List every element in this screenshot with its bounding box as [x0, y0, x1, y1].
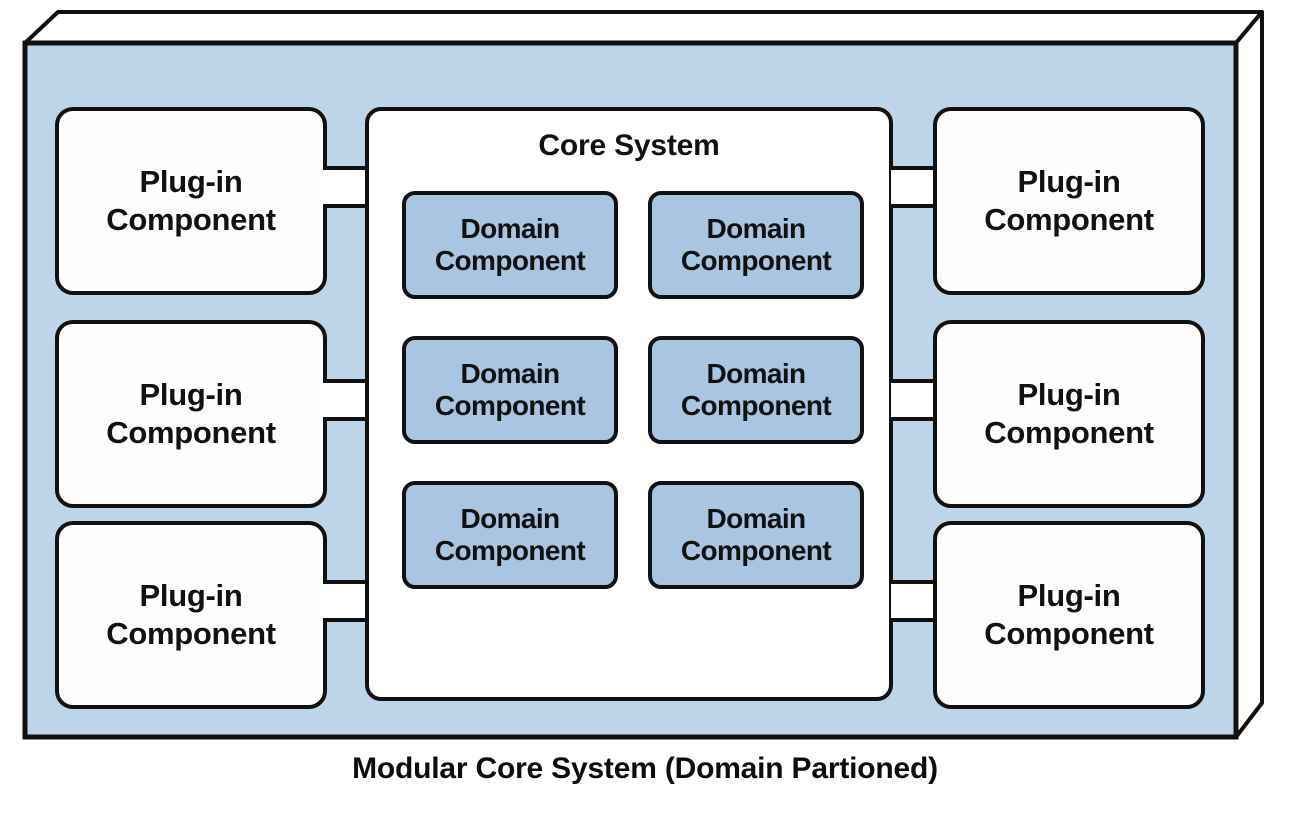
plugin-component-left-1[interactable]: Plug-in Component: [55, 107, 327, 295]
domain-label-line2: Component: [680, 245, 832, 276]
plugin-label-line1: Plug-in: [139, 164, 243, 200]
container-front-content: Plug-in Component Plug-in Component Plug…: [25, 43, 1236, 737]
plugin-label-line1: Plug-in: [139, 377, 243, 413]
plugin-component-left-2[interactable]: Plug-in Component: [55, 320, 327, 508]
domain-label-line2: Component: [434, 535, 586, 566]
plugin-label-line2: Component: [984, 616, 1154, 651]
domain-component-2[interactable]: Domain Component: [648, 191, 864, 299]
plugin-label-line2: Component: [106, 616, 276, 651]
domain-label-line1: Domain: [460, 212, 560, 244]
domain-component-4[interactable]: Domain Component: [648, 336, 864, 444]
domain-label-line2: Component: [434, 390, 586, 421]
plugin-label-line1: Plug-in: [139, 578, 243, 614]
plugin-component-right-2[interactable]: Plug-in Component: [933, 320, 1205, 508]
container-right-face: [1234, 10, 1264, 739]
core-system-box[interactable]: Core System Domain Component Domain Comp…: [365, 107, 893, 701]
domain-component-3[interactable]: Domain Component: [402, 336, 618, 444]
plugin-component-left-3[interactable]: Plug-in Component: [55, 521, 327, 709]
core-system-title: Core System: [538, 129, 720, 162]
diagram-caption: Modular Core System (Domain Partioned): [352, 752, 938, 785]
plugin-label-line1: Plug-in: [1017, 377, 1121, 413]
container-top-face: [23, 10, 1264, 45]
domain-label-line2: Component: [680, 390, 832, 421]
plugin-label-line1: Plug-in: [1017, 164, 1121, 200]
domain-component-grid: Domain Component Domain Component Domain…: [402, 191, 864, 589]
plugin-label-line1: Plug-in: [1017, 578, 1121, 614]
plugin-label-line2: Component: [984, 415, 1154, 450]
domain-label-line1: Domain: [706, 212, 806, 244]
plugin-label-line2: Component: [106, 415, 276, 450]
connector-left-3: [323, 580, 367, 622]
domain-label-line2: Component: [680, 535, 832, 566]
domain-label-line1: Domain: [460, 357, 560, 389]
plugin-label-line2: Component: [984, 202, 1154, 237]
plugin-label-line2: Component: [106, 202, 276, 237]
connector-left-2: [323, 379, 367, 421]
domain-label-line1: Domain: [706, 357, 806, 389]
domain-component-1[interactable]: Domain Component: [402, 191, 618, 299]
connector-left-1: [323, 166, 367, 208]
plugin-component-right-1[interactable]: Plug-in Component: [933, 107, 1205, 295]
domain-component-6[interactable]: Domain Component: [648, 481, 864, 589]
connector-right-2: [891, 379, 935, 421]
connector-right-3: [891, 580, 935, 622]
domain-label-line2: Component: [434, 245, 586, 276]
domain-component-5[interactable]: Domain Component: [402, 481, 618, 589]
connector-right-1: [891, 166, 935, 208]
plugin-component-right-3[interactable]: Plug-in Component: [933, 521, 1205, 709]
domain-label-line1: Domain: [460, 502, 560, 534]
domain-label-line1: Domain: [706, 502, 806, 534]
